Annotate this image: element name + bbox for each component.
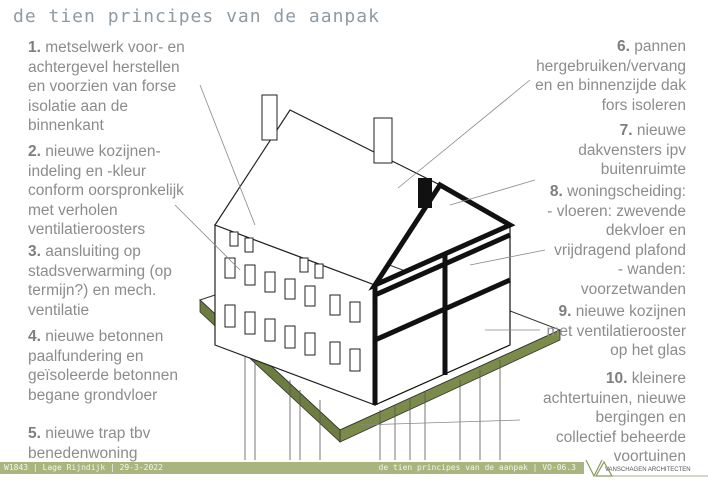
principle-number: 6. <box>617 38 630 55</box>
principle-text: ventilatieroosters <box>28 221 146 238</box>
leader-lines <box>174 79 546 426</box>
principle-text: en voorzien van forse <box>28 78 177 95</box>
principle-text: aansluiting op <box>45 243 141 260</box>
principle-text: nieuwe betonnen <box>45 328 164 345</box>
principle-text: pannen <box>634 38 686 55</box>
principle-text: indeling en -kleur <box>28 162 147 180</box>
principle-number: 10. <box>605 370 628 387</box>
foundation-piles <box>244 345 501 460</box>
principle-text: begane grondvloer <box>28 386 158 404</box>
principle-text: voortuinen <box>613 448 686 465</box>
principle-text: achtertuinen, nieuwe <box>542 389 686 407</box>
principle-3: 3. aansluiting op stadsverwarming (op te… <box>28 242 172 320</box>
principle-text: en en binnenzijde dak <box>535 77 686 94</box>
principle-number: 2. <box>28 143 41 160</box>
principle-text: hergebruiken/vervang <box>536 57 686 75</box>
principle-text: binnenkant <box>28 117 104 134</box>
principle-text: geïsoleerde betonnen <box>28 367 178 384</box>
footer-sheet-info: de tien principes van de aanpak | VO-06.… <box>378 463 576 472</box>
principle-text: ventilatie <box>28 301 90 319</box>
principle-5: 5. nieuwe trap tbv benedenwoning <box>28 424 150 463</box>
principle-number: 7. <box>619 122 633 139</box>
principle-text: op het glas <box>610 342 686 359</box>
principle-text: achtergevel herstellen <box>28 58 180 76</box>
principle-text: met ventilatierooster <box>546 322 686 340</box>
principle-6: 6. pannen hergebruiken/vervang en en bin… <box>535 37 686 115</box>
principle-number: 1. <box>28 39 41 56</box>
principle-text: woningscheiding: <box>567 183 686 200</box>
principle-number: 8. <box>549 183 563 200</box>
principle-1: 1. metselwerk voor- en achtergevel herst… <box>28 38 185 136</box>
principle-text: nieuwe kozijnen <box>575 303 686 320</box>
principle-10: 10. kleinere achtertuinen, nieuwe bergin… <box>543 369 686 467</box>
principle-text: met verholen <box>28 201 118 219</box>
principle-2: 2. nieuwe kozijnen- indeling en -kleur c… <box>28 142 184 240</box>
footer-bar: W1843 | Lage Rijndijk | 29-3-2022 de tie… <box>0 462 584 474</box>
principle-4: 4. nieuwe betonnen paalfundering en geïs… <box>28 327 178 405</box>
principle-text: vrijdragend plafond <box>554 241 686 259</box>
principle-number: 4. <box>28 328 41 345</box>
principle-text: - vloeren: zwevende <box>547 202 686 220</box>
principle-number: 9. <box>558 303 572 320</box>
principle-number: 5. <box>28 425 41 442</box>
principle-text: metselwerk voor- en <box>45 39 185 56</box>
principle-text: dekvloer en <box>605 222 686 239</box>
principle-text: nieuwe <box>636 122 686 139</box>
principle-text: isolatie aan de <box>28 97 128 115</box>
principle-text: stadsverwarming (op <box>28 262 172 280</box>
page-title: de tien principes van de aanpak <box>13 6 380 27</box>
principle-text: - wanden: <box>617 261 686 278</box>
principle-text: collectief beheerde <box>555 428 686 446</box>
principle-9: 9. nieuwe kozijnen met ventilatierooster… <box>546 302 686 361</box>
principle-text: nieuwe kozijnen- <box>45 143 161 160</box>
principle-text: buitenruimte <box>600 161 686 178</box>
windows <box>224 231 361 372</box>
principle-text: conform oorspronkelijk <box>28 182 184 199</box>
principle-8: 8. woningscheiding: - vloeren: zwevende … <box>547 182 686 299</box>
principle-text: voorzetwanden <box>580 280 686 298</box>
principle-text: fors isoleren <box>601 96 686 114</box>
principle-7: 7. nieuwe dakvensters ipv buitenruimte <box>578 121 686 180</box>
footer-project-info: W1843 | Lage Rijndijk | 29-3-2022 <box>4 463 163 472</box>
vanschagen-logo-icon <box>585 459 708 478</box>
principle-text: bergingen en <box>595 409 687 426</box>
principle-text: paalfundering en <box>28 347 144 365</box>
principle-text: kleinere <box>631 370 686 387</box>
principle-number: 3. <box>28 243 41 260</box>
principle-text: dakvensters ipv <box>578 141 686 159</box>
principle-text: termijn?) en mech. <box>28 282 157 299</box>
principle-text: nieuwe trap tbv <box>45 425 151 442</box>
principle-text: benedenwoning <box>28 444 138 462</box>
logo-text: VANSCHAGEN ARCHITECTEN <box>605 467 691 473</box>
